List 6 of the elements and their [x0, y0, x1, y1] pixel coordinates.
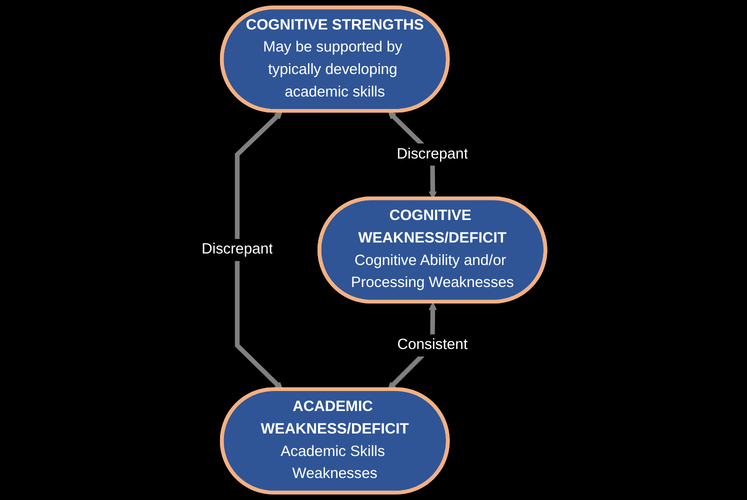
edge-label: Discrepant — [202, 238, 273, 262]
edge-label: Consistent — [397, 334, 468, 357]
node-text: ACADEMIC WEAKNESS/DEFICIT — [260, 398, 409, 438]
edge-label: Discrepant — [396, 143, 468, 166]
node-text: COGNITIVE STRENGTHS — [246, 17, 424, 34]
node-text: COGNITIVE WEAKNESS/DEFICIT — [358, 208, 506, 246]
